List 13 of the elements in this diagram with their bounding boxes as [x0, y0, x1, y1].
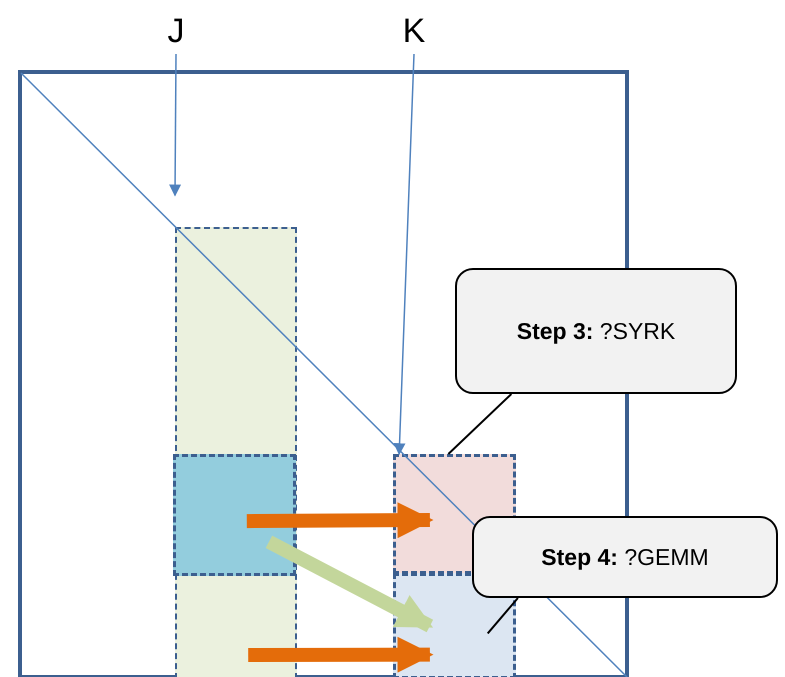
column-label: K [394, 8, 434, 54]
arrow [169, 54, 182, 197]
speech-callout [472, 516, 778, 598]
panel-block [173, 454, 296, 576]
callout-text: Step 3: ?SYRK [516, 318, 676, 344]
arrow [266, 536, 434, 632]
arrow [248, 636, 434, 673]
column-label: J [156, 8, 196, 54]
callout-text: Step 4: ?GEMM [541, 544, 709, 570]
arrow [246, 502, 434, 538]
arrow [394, 54, 415, 456]
column-block [175, 227, 297, 677]
speech-callout [455, 268, 737, 394]
